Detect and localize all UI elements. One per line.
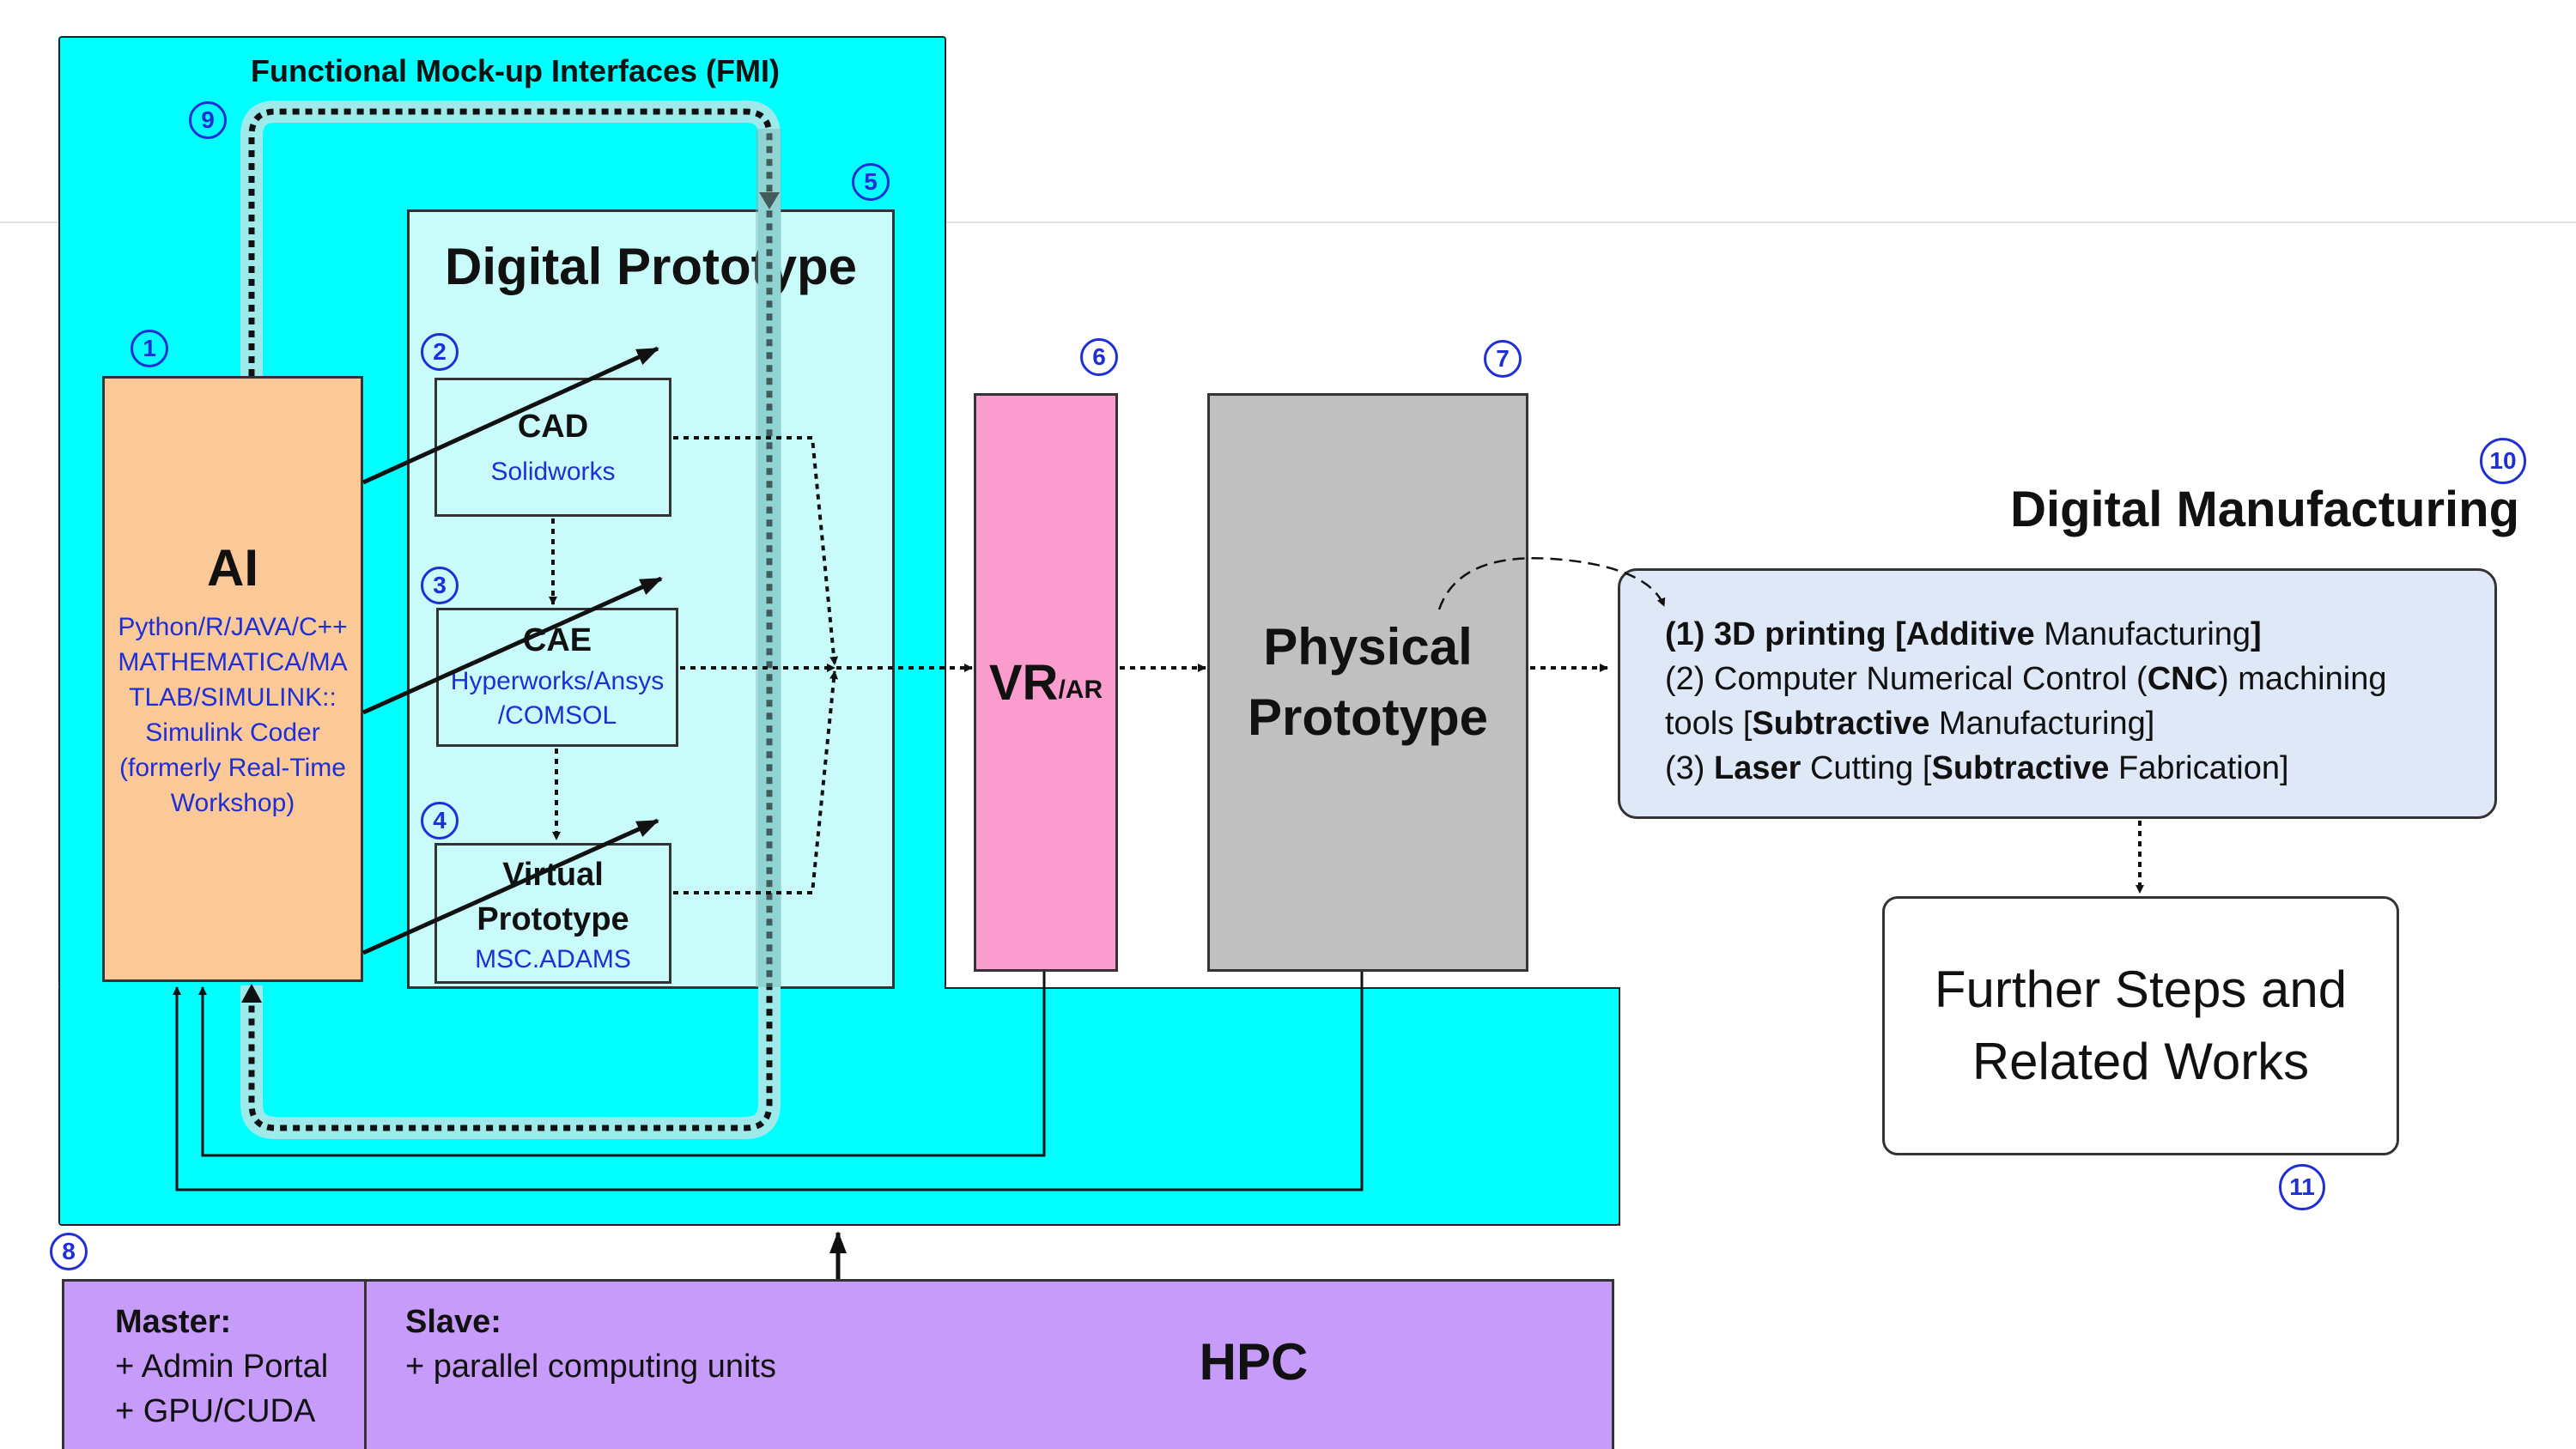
ai-tools-line-5: (formerly Real-Time xyxy=(119,753,346,782)
ai-tools-line-3: TLAB/SIMULINK:: xyxy=(129,682,337,712)
hpc-slave-section: Slave: + parallel computing units xyxy=(405,1300,776,1389)
hpc-bar xyxy=(62,1279,1614,1449)
physical-prototype-box: Physical Prototype xyxy=(1207,393,1528,972)
hpc-master-divider xyxy=(364,1279,367,1449)
physical-prototype-title-line-2: Prototype xyxy=(1247,688,1489,746)
hpc-slave-item-parallel: + parallel computing units xyxy=(405,1349,776,1385)
ai-diagonal-arrows xyxy=(361,346,663,955)
ai-box: AI Python/R/JAVA/C++ MATHEMATICA/MA TLAB… xyxy=(102,376,363,982)
marker-9: 9 xyxy=(189,101,227,139)
item2-manufacturing: Manufacturing] xyxy=(1929,706,2155,742)
digital-manufacturing-box: (1) 3D printing [Additive Manufacturing]… xyxy=(1618,568,2497,819)
fmi-loop xyxy=(240,100,781,1139)
further-steps-line-2: Related Works xyxy=(1971,1033,2310,1090)
vr-ar-box: VR /AR xyxy=(974,393,1118,972)
manufacturing-item-laser: (3) Laser Cutting [Subtractive Fabricati… xyxy=(1665,746,2494,791)
vr-feedback-to-ai xyxy=(198,972,1046,1157)
item2-cnc: CNC xyxy=(2147,661,2219,697)
fmi-region-right-edge xyxy=(1619,987,1620,1226)
fmi-loop-glow xyxy=(240,100,781,1139)
marker-3: 3 xyxy=(421,567,459,604)
further-steps-box: Further Steps and Related Works xyxy=(1882,896,2399,1155)
vr-label: VR xyxy=(988,654,1059,711)
cae-box: CAE Hyperworks/Ansys /COMSOL xyxy=(436,608,678,747)
manufacturing-item-cnc: (2) Computer Numerical Control (CNC) mac… xyxy=(1665,657,2494,701)
marker-8: 8 xyxy=(50,1233,88,1270)
fmi-loop-line xyxy=(248,108,773,1131)
cae-tool-line-1: Hyperworks/Ansys xyxy=(450,666,665,695)
ai-to-cae-arrow xyxy=(361,576,663,715)
item1-manufacturing: Manufacturing xyxy=(2034,616,2251,652)
item2-machining: ) machining xyxy=(2218,661,2387,697)
marker-6: 6 xyxy=(1080,338,1118,376)
marker-1: 1 xyxy=(131,330,168,367)
marker-10: 10 xyxy=(2480,438,2526,484)
ai-to-virtual-prototype-arrow xyxy=(361,818,659,955)
virtual-prototype-to-merge-arrow xyxy=(673,670,839,894)
fmi-region-step-edge xyxy=(945,987,1620,989)
physical-prototype-title-line-1: Physical xyxy=(1263,618,1473,676)
marker-7: 7 xyxy=(1484,340,1522,378)
item3-laser: Laser xyxy=(1714,750,1801,786)
ai-title: AI xyxy=(207,538,258,597)
hpc-slave-title: Slave: xyxy=(405,1304,501,1340)
ar-label: /AR xyxy=(1058,676,1103,704)
manufacturing-item-3d-printing: (1) 3D printing [Additive Manufacturing] xyxy=(1665,612,2494,657)
cae-tool-line-2: /COMSOL xyxy=(497,700,617,730)
marker-11: 11 xyxy=(2279,1164,2325,1210)
further-steps-line-1: Further Steps and xyxy=(1934,961,2348,1018)
item2-tools: tools [ xyxy=(1665,706,1753,742)
virtual-prototype-title-line-1: Virtual xyxy=(502,857,604,893)
item3-subtractive: Subtractive xyxy=(1931,750,2110,786)
cad-to-merge-arrow xyxy=(673,436,839,665)
cae-title: CAE xyxy=(522,621,592,658)
fmi-loop-arrowhead-down xyxy=(759,192,780,209)
item3-cutting: Cutting [ xyxy=(1801,750,1932,786)
marker-4: 4 xyxy=(421,802,459,840)
ai-to-cad-arrow xyxy=(361,346,659,485)
fmi-region-lower xyxy=(58,987,1620,1226)
fmi-vertical-band xyxy=(756,129,781,987)
cad-box: CAD Solidworks xyxy=(434,378,671,517)
item2-subtractive: Subtractive xyxy=(1752,706,1930,742)
physical-to-3d-printing-curve xyxy=(1437,556,1666,610)
item1-text: 3D printing [ xyxy=(1714,616,1906,652)
marker-5: 5 xyxy=(852,163,890,201)
ai-tools-line-4: Simulink Coder xyxy=(145,718,320,747)
marker-2: 2 xyxy=(421,333,459,371)
item3-fabrication: Fabrication] xyxy=(2109,750,2289,786)
manufacturing-item-cnc-continued: tools [Subtractive Manufacturing] xyxy=(1665,701,2494,746)
digital-manufacturing-title: Digital Manufacturing xyxy=(2010,482,2519,537)
virtual-prototype-title-line-2: Prototype xyxy=(477,901,629,937)
cad-title: CAD xyxy=(517,408,589,445)
hpc-master-title: Master: xyxy=(115,1304,232,1340)
feedback-lines xyxy=(173,972,1364,1191)
ai-tools-line-6: Workshop) xyxy=(170,788,295,817)
item2-text: (2) Computer Numerical Control ( xyxy=(1665,661,2148,697)
item3-number: (3) xyxy=(1665,750,1714,786)
ai-tools-line-1: Python/R/JAVA/C++ xyxy=(118,612,348,641)
ai-tools-line-2: MATHEMATICA/MA xyxy=(118,647,348,676)
hpc-master-item-admin: + Admin Portal xyxy=(115,1349,329,1385)
hpc-master-section: Master: + Admin Portal + GPU/CUDA xyxy=(115,1300,328,1434)
item1-close: ] xyxy=(2251,616,2262,652)
slide-divider-line xyxy=(0,221,2576,223)
physical-feedback-to-ai xyxy=(173,972,1364,1191)
virtual-prototype-tool: MSC.ADAMS xyxy=(475,945,631,973)
hpc-label: HPC xyxy=(1199,1333,1309,1391)
hpc-master-item-gpu: + GPU/CUDA xyxy=(115,1393,316,1429)
digital-prototype-title: Digital Prototype xyxy=(444,238,858,295)
cad-tool: Solidworks xyxy=(490,457,616,486)
fmi-title: Functional Mock-up Interfaces (FMI) xyxy=(250,53,781,88)
fmi-loop-arrowhead-ai xyxy=(241,984,262,1003)
item1-number: (1) xyxy=(1665,616,1714,652)
digital-prototype-internal-arrows xyxy=(549,436,2144,894)
item1-additive: Additive xyxy=(1905,616,2035,652)
